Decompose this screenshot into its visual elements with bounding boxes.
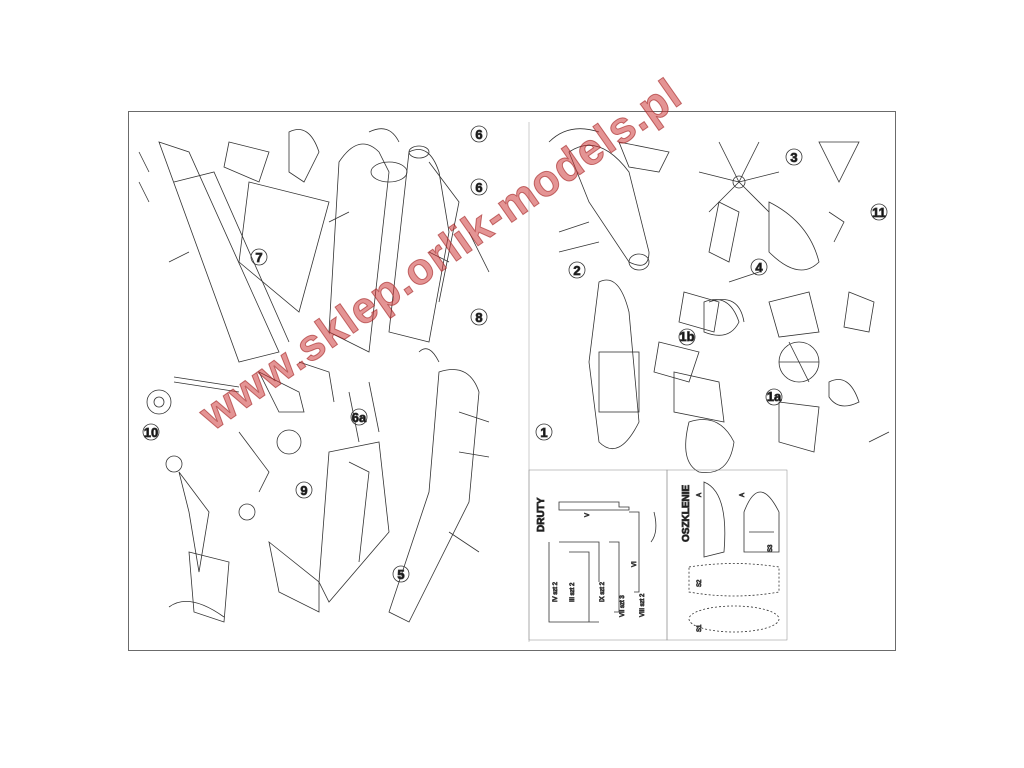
wires-panel — [528, 469, 668, 641]
engine-section — [588, 201, 740, 449]
glazing-label: A — [697, 493, 703, 497]
step-number: 8 — [475, 310, 482, 325]
wire-label: VIII szt 2 — [640, 593, 646, 617]
glazing-title: OSZKLENIE — [681, 484, 692, 542]
glazing-label: S3 — [768, 544, 774, 552]
glazing-label: S1 — [697, 624, 703, 632]
step-number: 11 — [872, 205, 886, 220]
propeller-assembly — [698, 141, 860, 271]
step-number: 4 — [755, 260, 763, 275]
step-number: 3 — [790, 150, 797, 165]
fuselage-assembly-top — [288, 128, 490, 353]
step-number: 6 — [475, 127, 482, 142]
step-number: 2 — [573, 263, 580, 278]
landing-gear-parts — [146, 361, 380, 623]
step-number: 10 — [144, 425, 158, 440]
step-number: 6 — [475, 180, 482, 195]
wire-label: VI — [632, 561, 638, 567]
glazing-label: A — [740, 493, 746, 497]
assembly-drawing: 7 6 6 8 10 9 5 6a 2 3 4 11 1 1b 1a DRUTY… — [138, 122, 890, 642]
step-markers-right — [535, 148, 888, 441]
step-number: 5 — [397, 567, 404, 582]
fuselage-assembly-bottom — [318, 348, 490, 623]
cockpit-parts — [653, 271, 890, 474]
step-number: 1a — [767, 389, 782, 404]
main-fuselage — [548, 128, 670, 271]
wire-label: VII szt 3 — [620, 595, 626, 617]
wire-label: III szt 2 — [570, 582, 576, 602]
step-markers-left — [142, 125, 488, 583]
wire-label: V — [585, 513, 591, 517]
wire-label: IX szt 2 — [600, 581, 606, 602]
wing-assembly — [138, 141, 330, 363]
step-number: 6a — [352, 410, 367, 425]
wires-title: DRUTY — [536, 497, 547, 532]
step-number: 9 — [300, 483, 307, 498]
glazing-panel — [666, 469, 788, 641]
step-number: 1b — [679, 329, 694, 344]
step-number: 1 — [540, 425, 547, 440]
glazing-label: S2 — [697, 579, 703, 587]
step-number: 7 — [255, 250, 262, 265]
instruction-sheet: 7 6 6 8 10 9 5 6a 2 3 4 11 1 1b 1a DRUTY… — [128, 111, 896, 651]
wire-label: IV szt 2 — [553, 581, 559, 602]
